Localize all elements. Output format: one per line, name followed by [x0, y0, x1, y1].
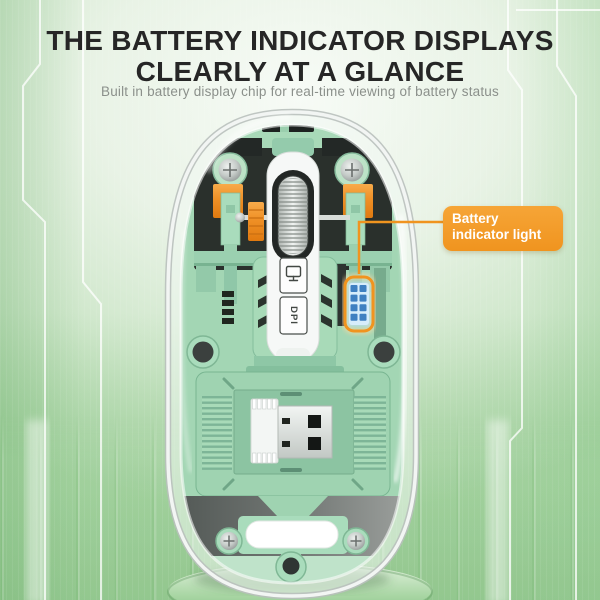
- mode-button[interactable]: [279, 257, 308, 294]
- callout-label: Battery indicator light: [452, 211, 542, 243]
- mouse: DPI: [164, 108, 420, 600]
- screw-bottom-right: [342, 527, 370, 555]
- glass-glare: [180, 229, 193, 473]
- receiver-compartment: [195, 371, 391, 497]
- battery-led: [350, 294, 358, 302]
- page-title: THE BATTERY INDICATOR DISPLAYS CLEARLY A…: [0, 25, 600, 88]
- circuit-trace: [22, 0, 46, 600]
- mouse-foot-left: [186, 335, 220, 369]
- battery-led: [359, 294, 367, 302]
- title-line-1: THE BATTERY INDICATOR DISPLAYS: [46, 25, 554, 56]
- wall-highlight: [26, 420, 48, 600]
- battery-led: [350, 304, 358, 312]
- screw-top-right: [334, 152, 370, 188]
- wall-highlight: [487, 420, 509, 600]
- dpi-button-label: DPI: [288, 306, 299, 325]
- shell-rim: [166, 110, 418, 598]
- circuit-trace: [507, 0, 523, 600]
- dpi-button[interactable]: DPI: [279, 296, 308, 335]
- battery-led-grid: [350, 285, 367, 321]
- callout-line: [357, 220, 443, 274]
- battery-led: [350, 285, 358, 292]
- glass-glare: [206, 115, 291, 173]
- sensor-ring: [275, 550, 307, 583]
- front-window: [262, 125, 314, 132]
- mouse-internals: DPI: [181, 125, 403, 583]
- top-vent-left: [210, 138, 262, 156]
- battery-led: [359, 313, 367, 321]
- circuit-trace: [82, 0, 102, 600]
- monitor-icon: [285, 265, 302, 282]
- battery-indicator-highlight: [343, 275, 375, 333]
- scroll-wheel[interactable]: [277, 175, 309, 257]
- glass-glare: [393, 214, 408, 483]
- screw-bottom-left: [215, 527, 243, 555]
- battery-led: [359, 304, 367, 312]
- screw-top-left: [212, 152, 248, 188]
- top-vent-right: [322, 138, 374, 156]
- title-line-2: CLEARLY AT A GLANCE: [135, 56, 465, 88]
- side-vents: [222, 291, 234, 324]
- orange-roller: [248, 202, 264, 241]
- usb-receiver[interactable]: [250, 398, 333, 464]
- battery-led: [359, 285, 367, 292]
- circuit-traces: [22, 0, 600, 600]
- battery-indicator: [341, 273, 377, 335]
- usb-plug: [277, 405, 333, 459]
- circuit-trace: [556, 0, 577, 600]
- battery-indicator-callout: Battery indicator light: [443, 206, 563, 251]
- mouse-foot-right: [367, 335, 401, 369]
- label-plate: [238, 516, 348, 554]
- center-spine: DPI: [266, 151, 320, 364]
- page-subtitle: Built in battery display chip for real-t…: [101, 84, 499, 99]
- battery-led: [350, 313, 358, 321]
